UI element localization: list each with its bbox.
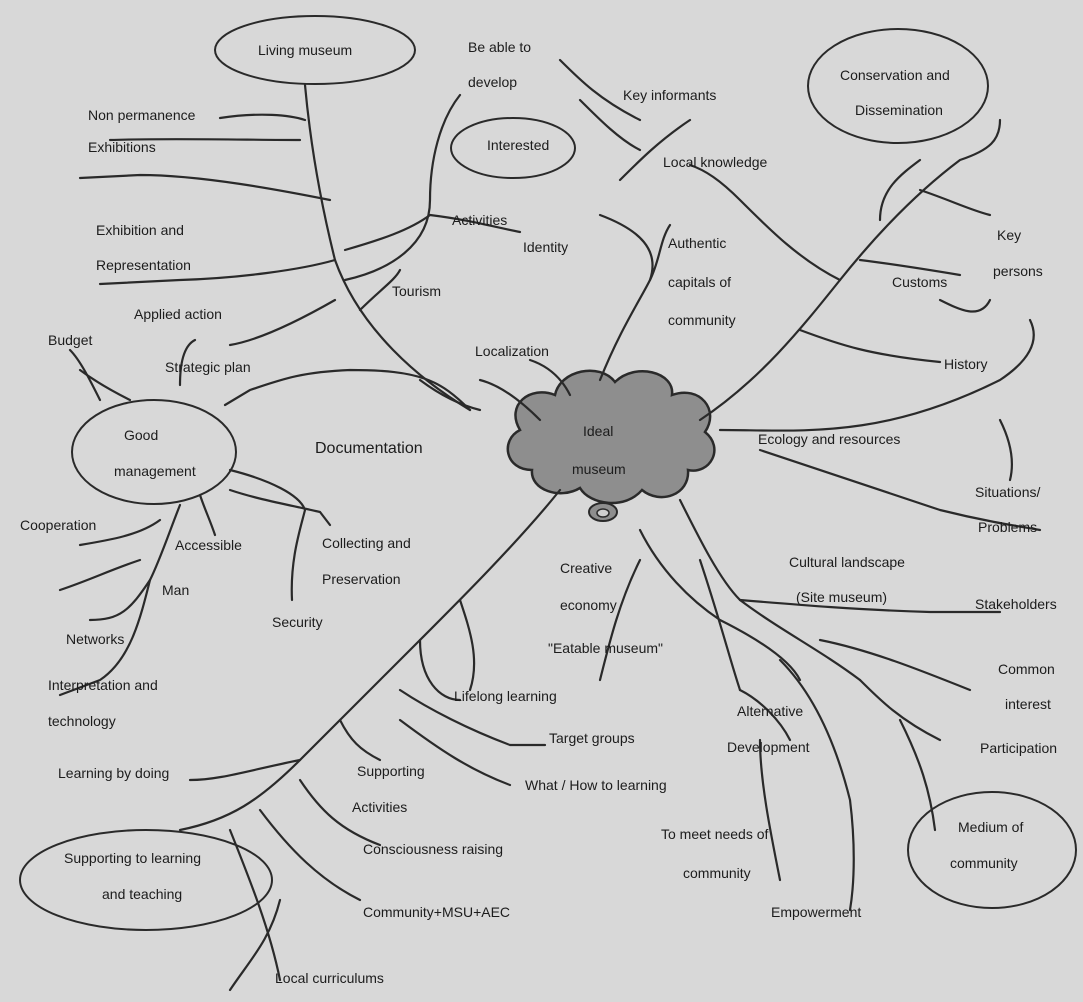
node-non-permanence: Non permanence xyxy=(88,107,196,123)
node-conservation-1: Conservation and xyxy=(840,67,950,83)
node-local-curriculums: Local curriculums xyxy=(275,970,384,986)
node-strategic-plan: Strategic plan xyxy=(165,359,251,375)
node-security: Security xyxy=(272,614,323,630)
node-identity: Identity xyxy=(523,239,569,255)
node-budget: Budget xyxy=(48,332,93,348)
center-cloud xyxy=(506,369,716,522)
node-interpretation-1: Interpretation and xyxy=(48,677,158,693)
node-eatable-museum: "Eatable museum" xyxy=(548,640,663,656)
node-medium-2: community xyxy=(950,855,1018,871)
node-be-able-1: Be able to xyxy=(468,39,532,55)
oval-interested xyxy=(450,117,576,179)
node-authentic-3: community xyxy=(668,312,736,328)
node-exhibitions: Exhibitions xyxy=(88,139,156,155)
node-collecting-2: Preservation xyxy=(322,571,401,587)
node-authentic-2: capitals of xyxy=(668,274,732,290)
node-key-persons-2: persons xyxy=(993,263,1043,279)
node-supporting-activities-2: Activities xyxy=(352,799,408,815)
node-consciousness-raising: Consciousness raising xyxy=(363,841,504,857)
node-good-management-1: Good xyxy=(124,427,159,443)
node-medium-1: Medium of xyxy=(958,819,1024,835)
node-to-meet-needs-2: community xyxy=(683,865,751,881)
center-title-line1: Ideal xyxy=(583,423,614,439)
node-accessible: Accessible xyxy=(175,537,242,553)
branch-lines xyxy=(58,58,1042,992)
node-conservation-2: Dissemination xyxy=(855,102,943,118)
node-customs: Customs xyxy=(892,274,948,290)
node-cultural-2: (Site museum) xyxy=(796,589,888,605)
node-authentic-1: Authentic xyxy=(668,235,727,251)
node-living-museum: Living museum xyxy=(258,42,353,58)
node-applied-action: Applied action xyxy=(134,306,222,322)
node-alternative-1: Alternative xyxy=(737,703,804,719)
node-supporting-activities-1: Supporting xyxy=(357,763,425,779)
node-exhibition-rep-2: Representation xyxy=(96,257,191,273)
node-tourism: Tourism xyxy=(392,283,442,299)
node-networks: Networks xyxy=(66,631,125,647)
node-exhibition-rep-1: Exhibition and xyxy=(96,222,184,238)
node-activities: Activities xyxy=(452,212,508,228)
node-situations-2: Problems xyxy=(978,519,1038,535)
node-supporting-learning-2: and teaching xyxy=(102,886,183,902)
node-stakeholders: Stakeholders xyxy=(975,596,1057,612)
node-good-management-2: management xyxy=(114,463,196,479)
node-cultural-1: Cultural landscape xyxy=(789,554,905,570)
oval-conservation xyxy=(807,28,989,144)
node-learning-by-doing: Learning by doing xyxy=(58,765,170,781)
node-creative-2: economy xyxy=(560,597,617,613)
node-common-1: Common xyxy=(998,661,1055,677)
node-to-meet-needs-1: To meet needs of xyxy=(661,826,769,842)
oval-good-management xyxy=(71,399,237,505)
node-documentation: Documentation xyxy=(315,440,423,457)
node-alternative-2: Development xyxy=(727,739,810,755)
node-common-2: interest xyxy=(1005,696,1051,712)
oval-medium-community xyxy=(907,791,1077,909)
node-local-knowledge: Local knowledge xyxy=(663,154,768,170)
node-key-persons-1: Key xyxy=(997,227,1022,243)
node-creative-1: Creative xyxy=(560,560,613,576)
node-be-able-2: develop xyxy=(468,74,518,90)
node-empowerment: Empowerment xyxy=(771,904,862,920)
center-title-line2: museum xyxy=(572,461,626,477)
oval-supporting-learning xyxy=(19,829,273,931)
node-situations-1: Situations/ xyxy=(975,484,1041,500)
node-target-groups: Target groups xyxy=(549,730,635,746)
node-supporting-learning-1: Supporting to learning xyxy=(64,850,201,866)
node-key-informants: Key informants xyxy=(623,87,717,103)
node-cooperation: Cooperation xyxy=(20,517,97,533)
node-collecting-1: Collecting and xyxy=(322,535,411,551)
node-history: History xyxy=(944,356,988,372)
node-participation: Participation xyxy=(980,740,1058,756)
node-interested: Interested xyxy=(487,137,550,153)
node-what-how-to-learning: What / How to learning xyxy=(525,777,667,793)
node-community-msu-aec: Community+MSU+AEC xyxy=(363,904,511,920)
node-lifelong-learning: Lifelong learning xyxy=(454,688,557,704)
node-interpretation-2: technology xyxy=(48,713,116,729)
node-ecology: Ecology and resources xyxy=(758,431,901,447)
node-man: Man xyxy=(162,582,190,598)
node-localization: Localization xyxy=(475,343,549,359)
oval-living-museum xyxy=(214,15,416,85)
